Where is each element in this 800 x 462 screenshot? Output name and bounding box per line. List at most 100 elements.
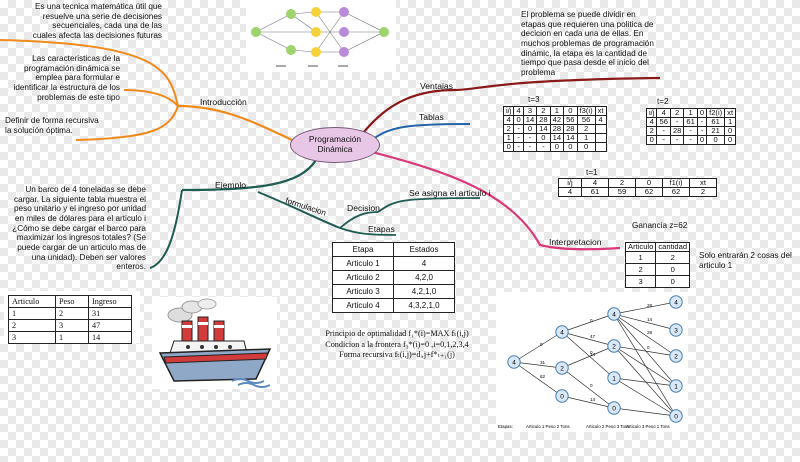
network-edge [513,361,563,369]
network-node-label: 4 [612,311,616,318]
branch-decision[interactable]: Decision [347,203,380,213]
link-interpretacion [371,150,621,251]
ship-icon [158,298,272,388]
t1-label: t=1 [586,168,598,177]
network-edge [613,345,677,417]
network-node [555,389,569,403]
network-node [507,355,521,369]
network-edge-label: 0 [590,383,593,388]
network-node [555,325,569,339]
network-edge [561,331,615,379]
network-edge-label: 31 [540,360,546,365]
network-node [669,409,683,423]
network-edge [613,313,677,417]
network-edge [513,331,563,363]
thumb-node [311,47,321,57]
thumb-node [379,27,389,37]
network-node [669,295,683,309]
network-node [669,379,683,393]
link-tablas [371,123,471,141]
thumb-node [311,27,321,37]
network-node-label: 3 [674,327,678,334]
branch-tablas[interactable]: Tablas [419,112,444,122]
network-node-label: 4 [560,329,564,336]
network-node-label: 4 [674,299,678,306]
network-node-label: 0 [674,413,678,420]
network-edge [613,313,677,331]
network-edge [613,301,677,315]
network-edge [561,331,615,347]
network-footer-label: Etapas: [498,424,513,429]
link-formulacion [257,191,341,229]
network-edge-label: 0 [647,345,650,350]
network-node [607,371,621,385]
ship-illustration [152,297,277,389]
thumb-node [339,47,349,57]
network-edge-label: 62 [540,374,546,379]
network-edge-label: 0 [540,342,543,347]
branch-introduccion[interactable]: Introducción [200,97,247,107]
network-edge [613,377,677,387]
link-ventajas [363,76,661,133]
thumb-node [286,45,296,55]
branch-etapas[interactable]: Etapas [368,224,395,234]
network-edge [613,345,677,387]
network-node-label: 2 [674,353,678,360]
branch-interpretacion[interactable]: Interpretacion [549,237,602,247]
network-edge-label: 28 [647,303,653,308]
formula-line1: Principio de optimalidad f₁*(i)=MAX fₜ(i… [325,329,469,338]
branch-ventajas[interactable]: Ventajas [420,81,453,91]
network-node-label: 2 [560,365,564,372]
network-node [669,323,683,337]
network-edge [561,345,615,369]
network-edge [613,345,677,357]
network-node [607,307,621,321]
link-ejemplo [181,159,317,192]
network-edge [613,407,677,417]
network-edge-label: 14 [590,352,596,357]
link-ejemplo-text [149,189,183,269]
link-se-asigna [377,197,481,213]
link-intro-3 [75,105,179,141]
network-edge [561,395,615,409]
network-node [607,401,621,415]
branch-ejemplo[interactable]: Ejemplo [215,180,247,190]
branch-se-asigna[interactable]: Se asigna el articulo i [409,188,491,198]
network-footer-label: Articulo 3 Peso 1 Tons [626,424,670,429]
network-footer-label: Articulo 1 Peso 2 Tons [526,424,570,429]
ganancia-label: Ganancia z=62 [632,221,688,230]
network-edge [613,377,677,417]
t3-label: t=3 [528,95,540,104]
network-node-label: 4 [512,359,516,366]
thumbnail-graph [246,0,396,72]
link-intro-2 [123,89,179,107]
central-topic[interactable]: Programación Dinámica [290,127,380,163]
network-edge-label: 14 [647,317,653,322]
network-node [555,361,569,375]
network-edge-label: 47 [590,334,596,339]
network-edge [613,313,677,357]
